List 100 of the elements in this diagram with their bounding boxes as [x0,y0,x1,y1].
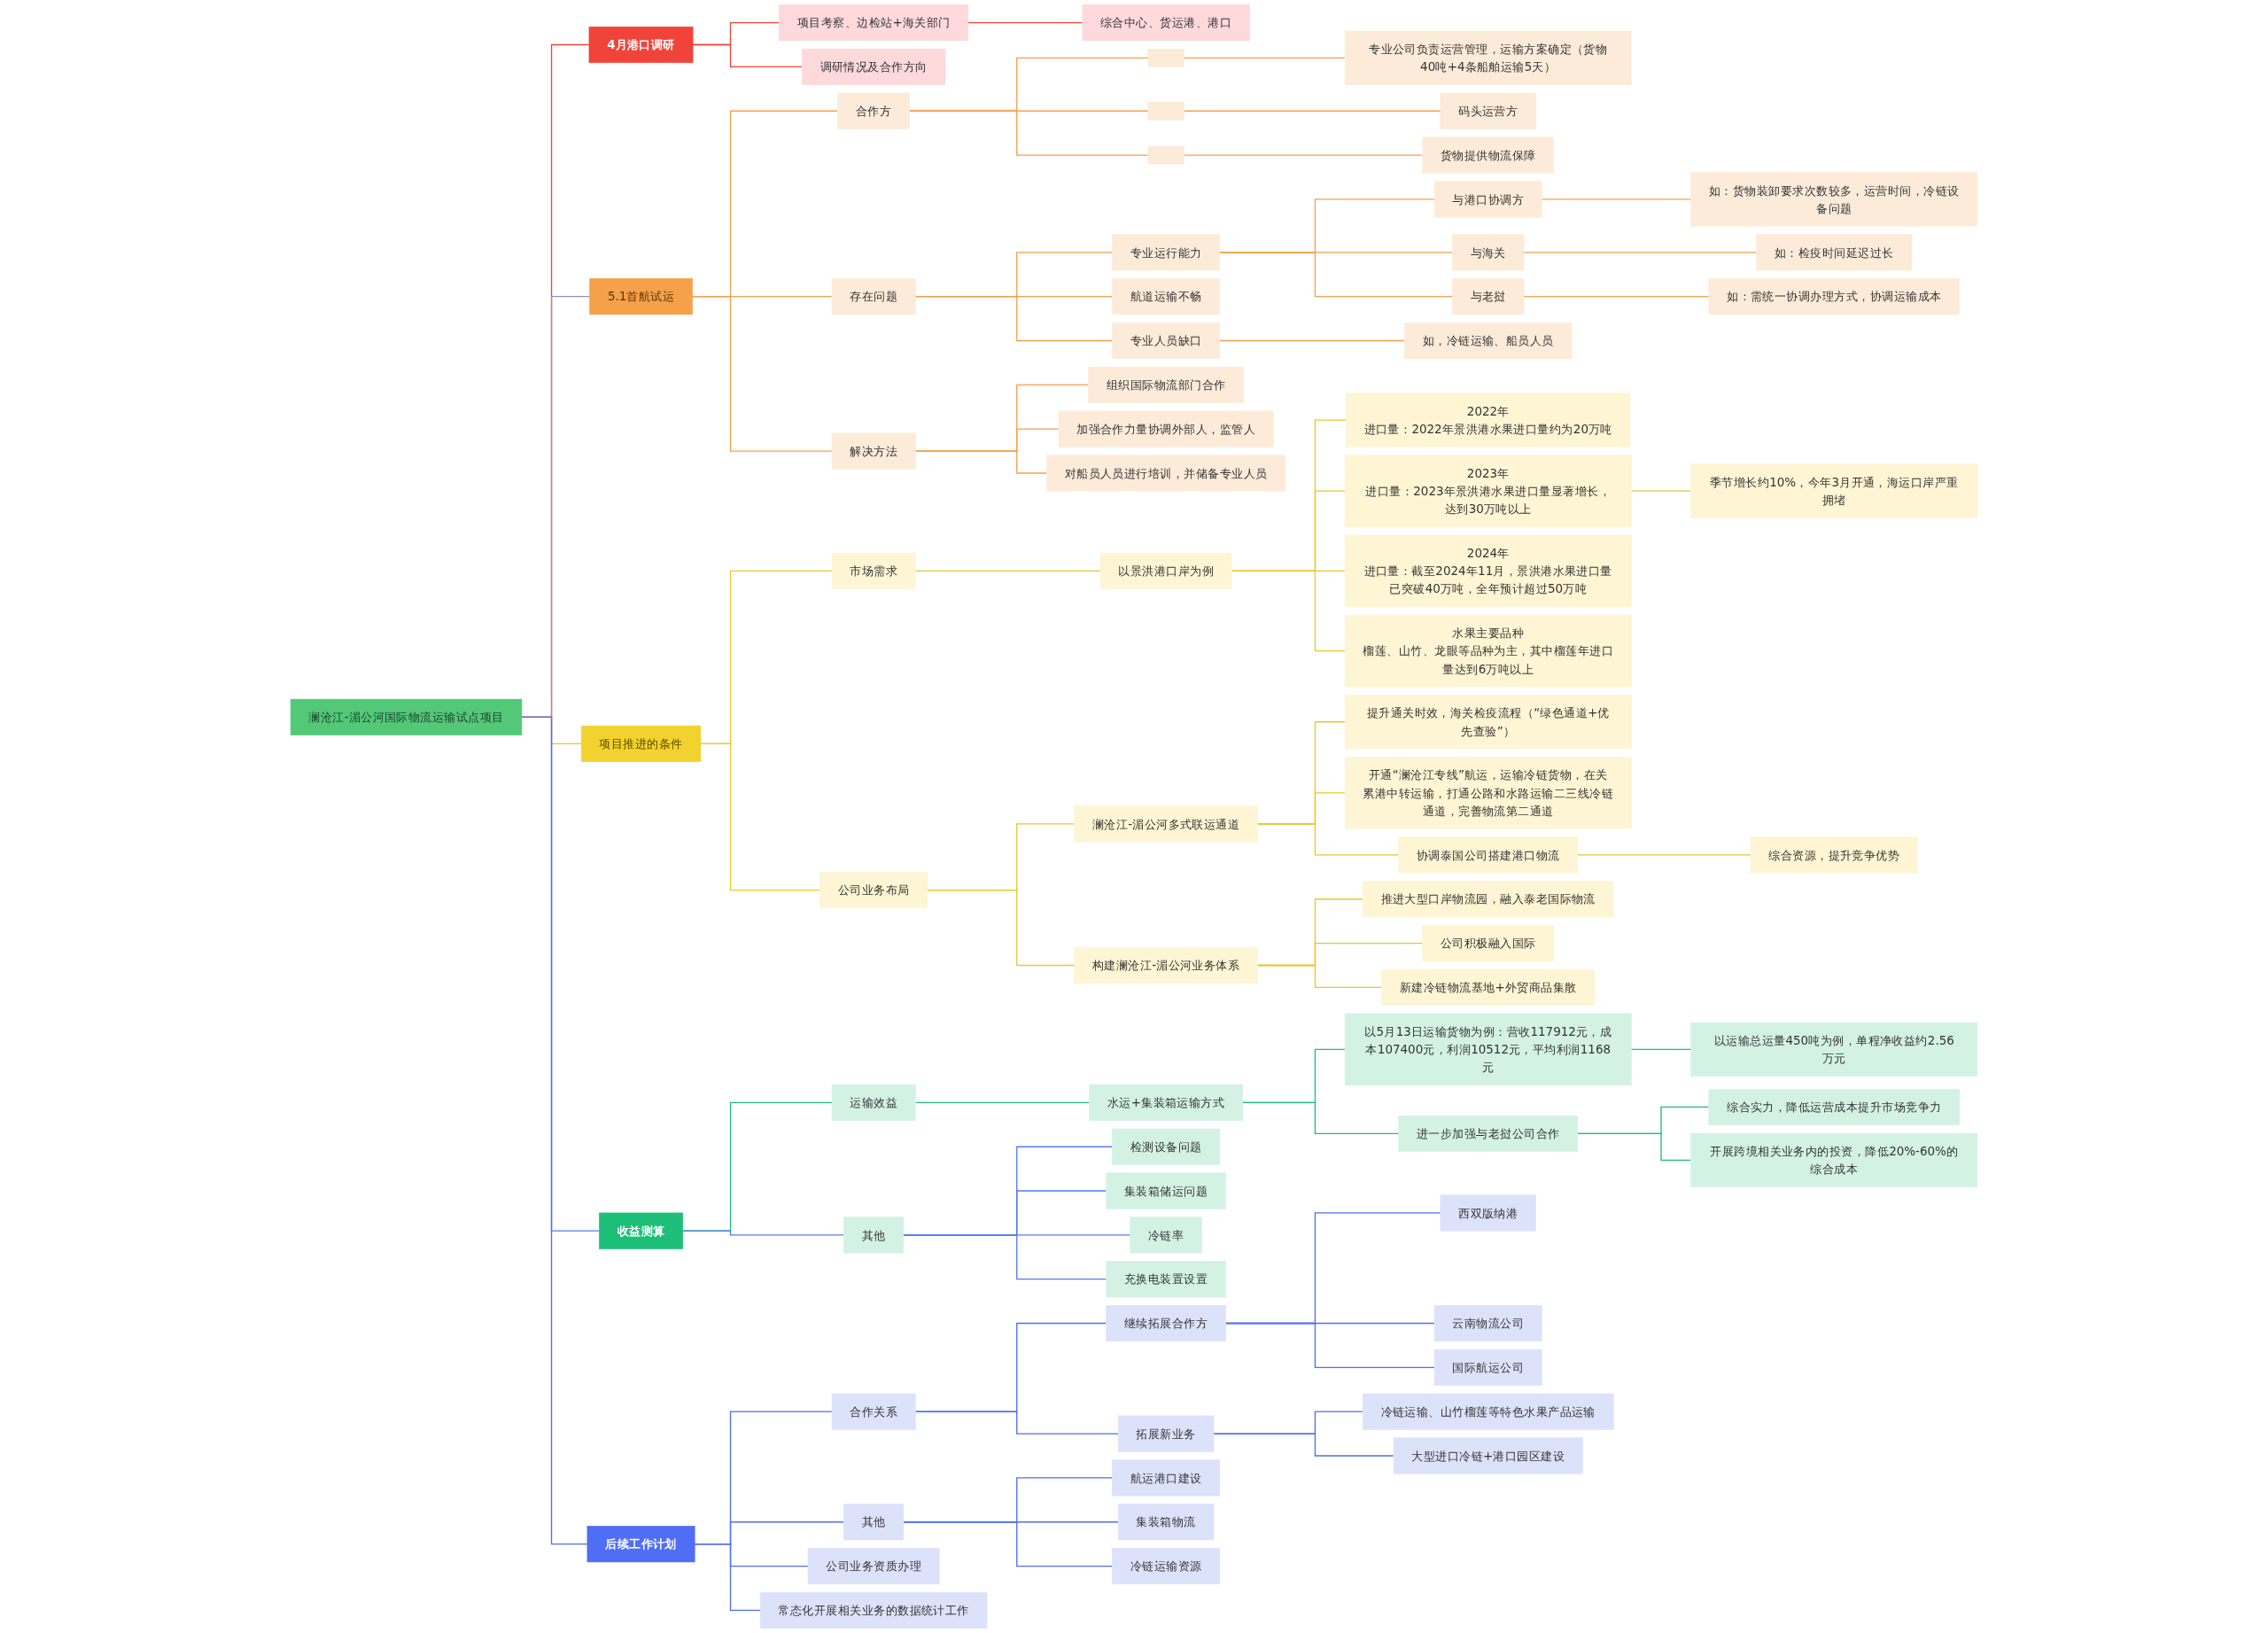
node-box: 提升通关时效，海关检疫流程（“绿色通道+优先查验”） [1344,695,1632,750]
node-box [1147,48,1184,67]
node-box: 货物提供物流保障 [1422,136,1555,174]
node-box: 2022年 进口量：2022年景洪港水果进口量约为20万吨 [1346,393,1631,447]
node-box: 调研情况及合作方向 [802,48,946,85]
node-box: 以景洪港口岸为例 [1099,552,1232,589]
node-box: 集装箱物流 [1117,1504,1215,1541]
connector [700,743,821,891]
connector [1523,296,1710,298]
node-box: 航道运输不畅 [1112,278,1221,315]
node-box: 其他 [843,1504,905,1541]
node-box [1147,101,1184,121]
node-box: 充换电装置设置 [1106,1261,1226,1298]
node-box: 公司业务布局 [819,872,928,909]
node-box: 集装箱储运问题 [1106,1172,1226,1209]
node-box: 以5月13日运输货物为例：营收117912元，成本107400元，利润10512元，平均利润1168元 [1344,1013,1632,1086]
node-box: 专业运行能力 [1112,234,1221,271]
node-box: 与老挝 [1451,278,1525,315]
connector [691,296,833,452]
node-box: 加强合作力量协调外部人，监管人 [1058,410,1274,447]
node-box: 冷链运输资源 [1112,1548,1221,1585]
connector [694,1544,761,1612]
node-box: 后续工作计划 [586,1526,695,1563]
node-box: 公司业务资质办理 [807,1548,940,1585]
connector [1523,252,1758,253]
connector [1213,1433,1394,1457]
connector [914,450,1048,474]
connector [903,1234,1107,1280]
node-box: 对船员人员进行培训，并储备专业人员 [1046,455,1286,492]
node-box: 组织国际物流部门合作 [1088,366,1244,403]
node-box: 开通“澜沧江专线”航运，运输冷链货物，在关累港中转运输，打通公路和水路运输二三线冷链通道，完善物流第二通道 [1344,757,1632,829]
node-box: 与海关 [1451,234,1525,271]
node-box: 运输效益 [831,1084,916,1121]
connector [692,43,804,68]
node-box: 合作方 [837,92,910,129]
node-box: 2023年 进口量：2023年景洪港水果进口量显著增长，达到30万吨以上 [1344,455,1632,527]
connector [682,1230,845,1236]
node-box: 常态化开展相关业务的数据统计工作 [759,1591,988,1629]
node-box: 拓展新业务 [1117,1415,1215,1452]
node-box: 进一步加强与老挝公司合作 [1398,1115,1579,1152]
node-box: 大型进口冷链+港口园区建设 [1393,1437,1583,1474]
connector [1256,823,1400,856]
node-box: 项目考察、边检站+海关部门 [779,4,969,42]
node-box: 水运+集装箱运输方式 [1089,1084,1243,1121]
connector [1231,570,1346,652]
node-box: 专业公司负责运营管理，运输方案确定（货物40吨+4条船舶运输5天） [1344,30,1632,85]
node-box: 继续拓展合作方 [1106,1305,1226,1342]
node-box: 冷链率 [1130,1217,1202,1254]
connector [1577,854,1751,856]
node-box: 西双版纳港 [1440,1194,1536,1232]
node-box: 构建澜沧江-湄公河业务体系 [1074,946,1258,984]
node-box: 协调泰国公司搭建港口物流 [1398,836,1579,874]
node-box: 综合资源，提升竞争优势 [1750,836,1918,874]
connector [903,1521,1114,1567]
node-box: 综合实力，降低运营成本提升市场竞争力 [1708,1088,1960,1125]
connector [1256,964,1383,989]
node-box: 解决方法 [831,432,916,470]
node-box: 检测设备问题 [1112,1128,1221,1165]
node-box: 合作关系 [831,1393,916,1430]
connector [914,1101,1091,1104]
node-box: 水果主要品种 榴莲、山竹、龙眼等品种为主，其中榴莲年进口量达到6万吨以上 [1344,614,1632,688]
node-box: 如：检疫时间延迟过长 [1756,234,1913,271]
node-box: 市场需求 [831,552,916,589]
node-box: 以运输总运量450吨为例，单程净收益约2.56万元 [1690,1022,1978,1077]
node-box: 其他 [843,1217,905,1254]
node-box: 冷链运输、山竹榴莲等特色水果产品运输 [1362,1393,1614,1430]
node-box: 2024年 进口量：截至2024年11月，景洪港水果进口量已突破40万吨，全年预计超过50万吨 [1344,534,1632,608]
node-box: 新建冷链物流基地+外贸商品集散 [1381,968,1596,1006]
node-box: 季节增长约10%，今年3月开通，海运口岸严重拥堵 [1690,463,1978,518]
node-box: 云南物流公司 [1433,1305,1542,1342]
node-box: 澜沧江-湄公河多式联运通道 [1074,805,1258,843]
connector [1224,1322,1435,1369]
node-box: 国际航运公司 [1433,1349,1542,1386]
connector [1630,490,1692,492]
node-box: 码头运营方 [1440,92,1536,129]
connector [1183,110,1441,112]
connector [908,110,1149,156]
node-box: 如：需统一协调办理方式，协调运输成本 [1708,278,1960,315]
connector [914,570,1101,572]
node-box: 存在问题 [831,278,916,315]
node-box: 如：货物装卸要求次数较多，运营时间，冷链设备问题 [1690,172,1978,227]
node-box: 5.1首航试运 [589,278,693,315]
node-box: 如，冷链运输、船员人员 [1404,322,1573,360]
node-box: 推进大型口岸物流园，融入泰老国际物流 [1362,881,1614,918]
connector [1219,339,1406,342]
node-box: 与港口协调方 [1433,181,1542,218]
node-box: 澜沧江-湄公河国际物流运输试点项目 [290,698,523,735]
connector [1577,1132,1692,1162]
connector [1541,198,1692,200]
node-box: 开展跨境相关业务内的投资，降低20%-60%的综合成本 [1690,1132,1978,1187]
connector [1219,252,1453,298]
connector [914,296,1114,342]
connector [1630,1048,1692,1051]
node-box: 综合中心、货运港、港口 [1082,4,1250,42]
connector [1241,1101,1400,1135]
node-box: 专业人员缺口 [1112,322,1221,360]
node-box: 4月港口调研 [588,26,694,64]
node-box: 航运港口建设 [1112,1459,1221,1497]
connector [914,1411,1119,1435]
node-box [1147,145,1184,165]
